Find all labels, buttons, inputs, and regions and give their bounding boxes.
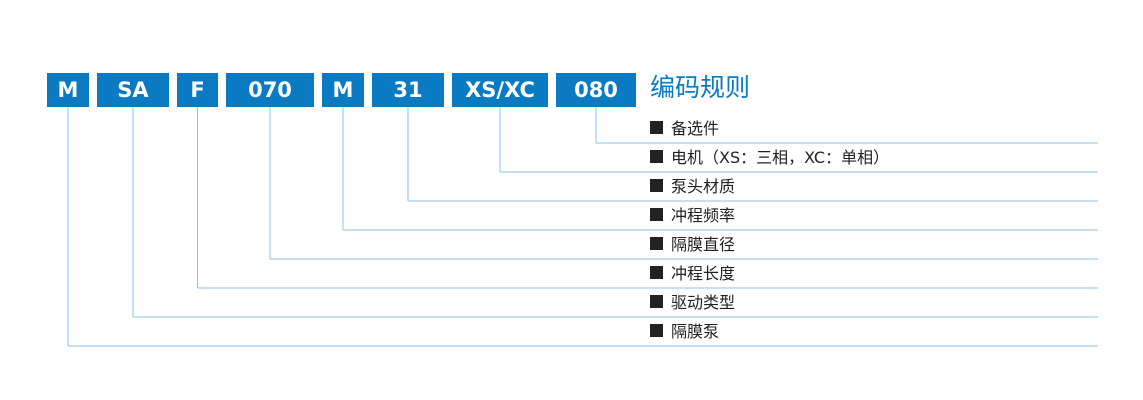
desc-label-1: 驱动类型 [671,293,736,312]
desc-row-4: 冲程频率 [650,204,736,225]
square-bullet-icon [650,236,663,250]
code-box-3: 070 [226,73,314,107]
desc-label-2: 冲程长度 [671,264,736,283]
diagram-title: 编码规则 [650,73,751,102]
desc-row-2: 冲程长度 [650,262,736,283]
desc-row-7: 备选件 [650,117,720,138]
desc-label-3: 隔膜直径 [671,235,736,254]
desc-row-6: 电机（XS：三相，XC：单相） [650,146,890,167]
desc-label-5: 泵头材质 [671,177,736,196]
desc-row-0: 隔膜泵 [650,320,720,341]
code-box-4: M [322,73,364,107]
desc-row-1: 驱动类型 [650,291,736,312]
square-bullet-icon [650,294,663,308]
code-box-0: M [47,73,89,107]
code-box-7: 080 [556,73,636,107]
code-box-2: F [177,73,218,107]
square-bullet-icon [650,323,663,337]
square-bullet-icon [650,149,663,163]
desc-label-7: 备选件 [671,119,720,138]
code-box-5: 31 [372,73,444,107]
desc-row-3: 隔膜直径 [650,233,736,254]
code-box-1: SA [97,73,169,107]
square-bullet-icon [650,207,663,221]
square-bullet-icon [650,265,663,279]
desc-label-6: 电机（XS：三相，XC：单相） [671,148,890,167]
square-bullet-icon [650,120,663,134]
desc-row-5: 泵头材质 [650,175,736,196]
code-box-6: XS/XC [452,73,548,107]
square-bullet-icon [650,178,663,192]
desc-label-0: 隔膜泵 [671,322,720,341]
desc-label-4: 冲程频率 [671,206,736,225]
